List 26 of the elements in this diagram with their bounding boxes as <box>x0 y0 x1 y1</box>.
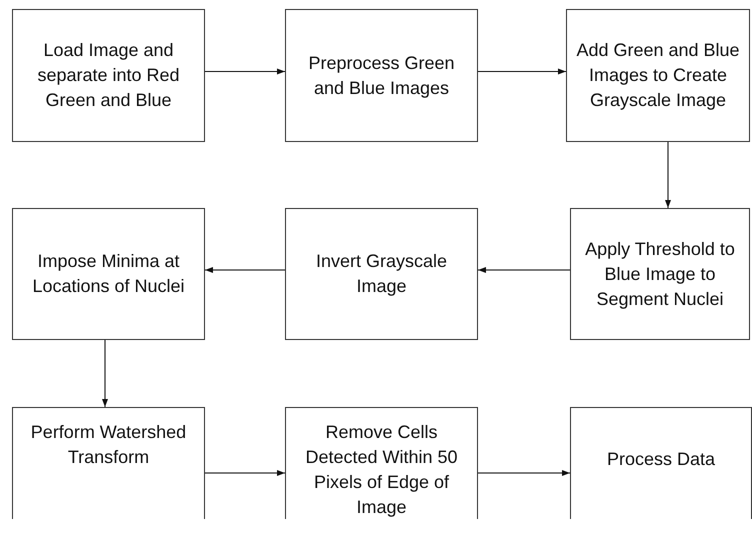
arrow <box>478 267 570 273</box>
process-box <box>12 208 205 340</box>
arrow <box>204 68 286 74</box>
process-box <box>12 9 205 142</box>
arrow <box>204 267 286 273</box>
process-box <box>566 9 750 142</box>
step-text: Add Green and Blue Images to Create Grayscale Image <box>575 39 741 112</box>
step-text: Preprocess Green and Blue Images <box>307 52 456 100</box>
arrow <box>478 470 570 476</box>
process-box <box>285 407 478 519</box>
process-box <box>570 208 750 340</box>
arrow <box>478 68 566 74</box>
step-text: Perform Watershed Transform <box>30 421 188 469</box>
step-text: Process Data <box>606 448 716 471</box>
arrow <box>204 470 286 476</box>
arrow <box>665 142 671 208</box>
step-text: Impose Minima at Locations of Nuclei <box>31 250 186 298</box>
process-box <box>570 407 752 519</box>
step-text: Remove Cells Detected Within 50 Pixels of Edge of Image <box>304 421 459 519</box>
step-text: Load Image and separate into Red Green and Blue <box>36 39 181 112</box>
process-box <box>285 208 478 340</box>
step-text: Invert Grayscale Image <box>314 250 448 298</box>
arrow <box>102 340 108 408</box>
process-box <box>285 9 478 142</box>
process-box <box>12 407 205 519</box>
step-text: Apply Threshold to Blue Image to Segment Nuclei <box>584 238 736 311</box>
